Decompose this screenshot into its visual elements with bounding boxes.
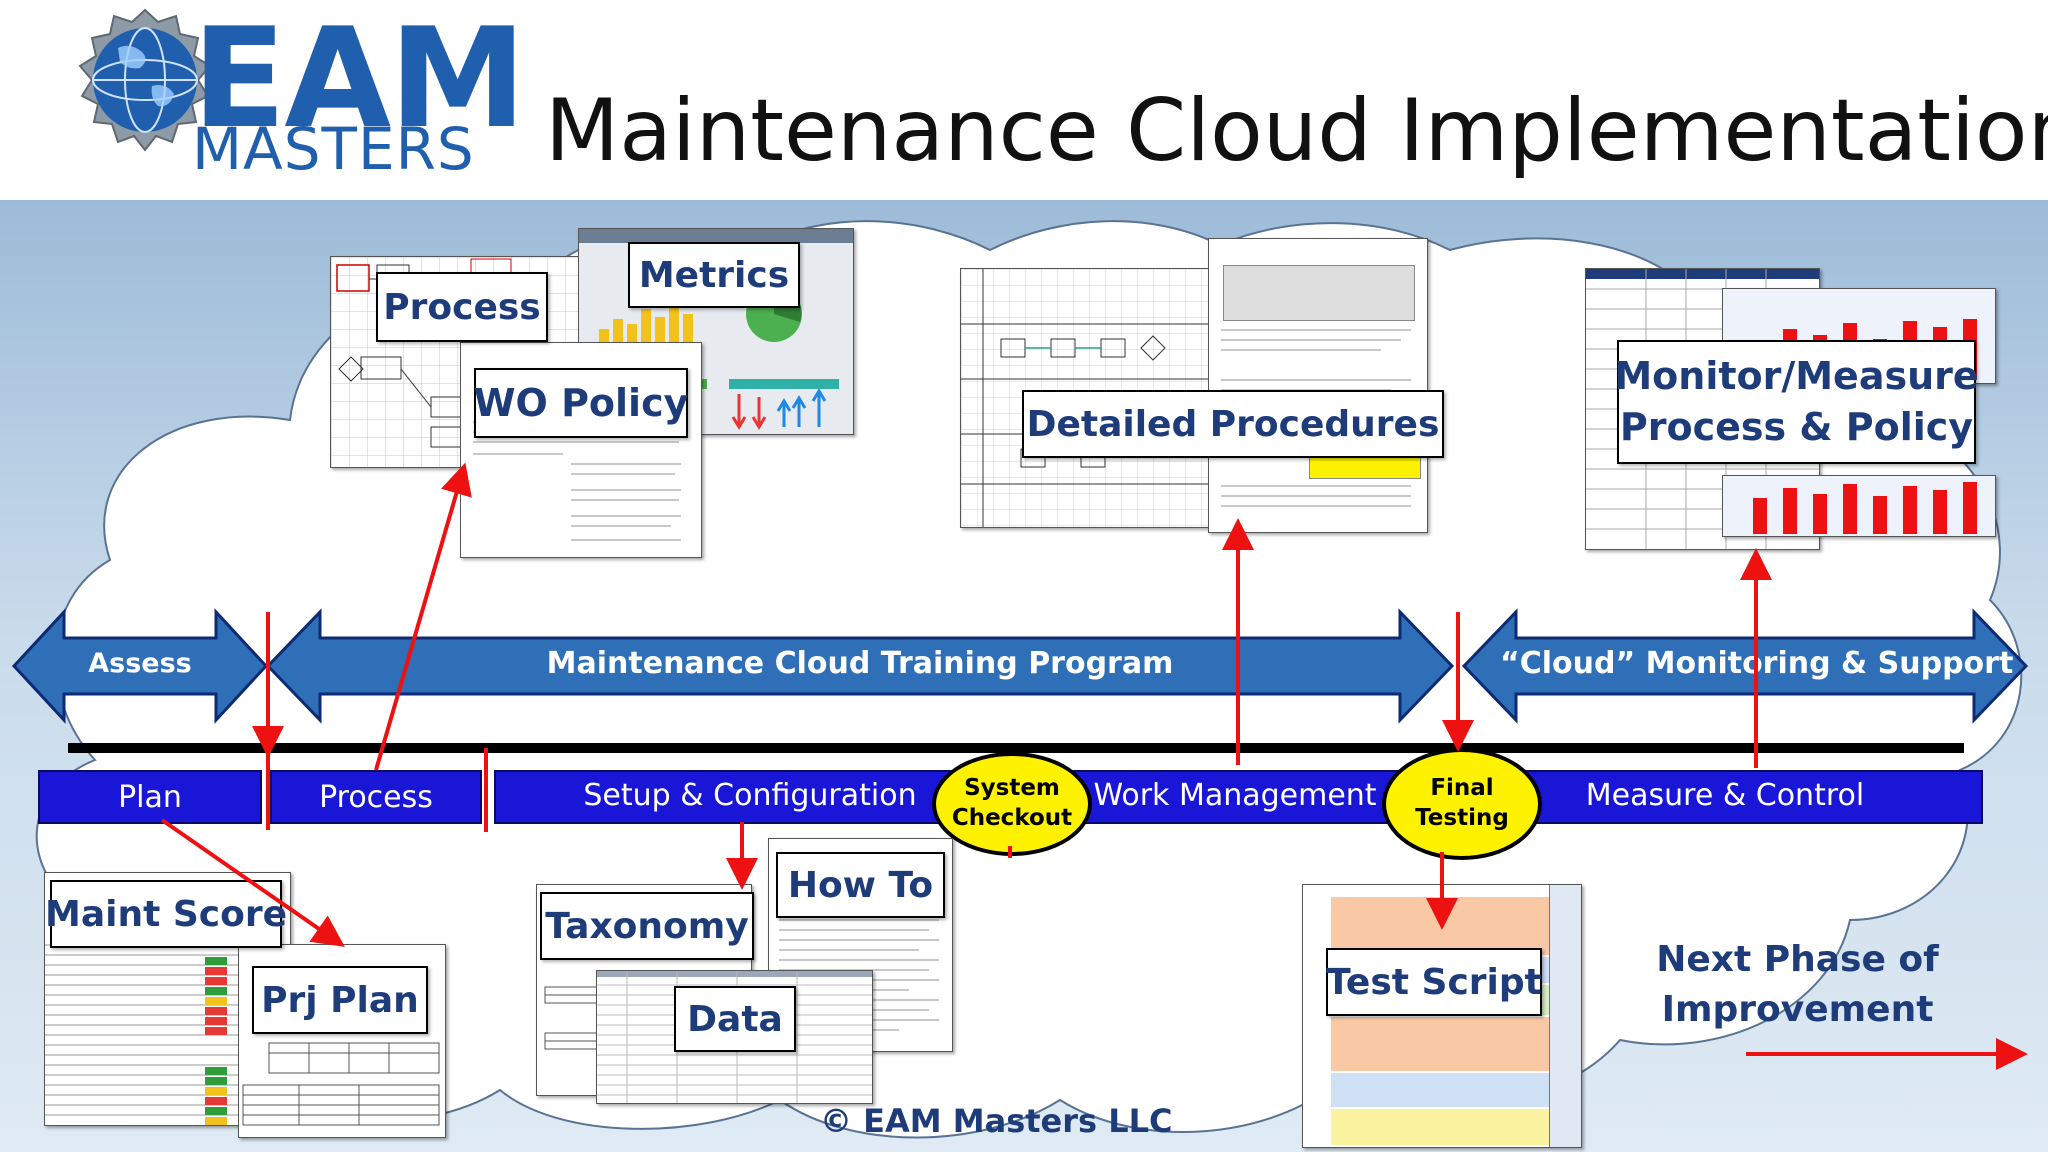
assess-arrow-label: Assess xyxy=(88,648,192,679)
prj-plan-callout: Prj Plan xyxy=(252,966,428,1034)
wo-policy-callout: WO Policy xyxy=(474,368,688,438)
header: EAM MASTERS Maintenance Cloud Implementa… xyxy=(0,0,2048,200)
data-callout-label: Data xyxy=(687,998,783,1040)
globe-gear-icon xyxy=(78,8,212,152)
phase-work-management-label: Work Management xyxy=(1093,778,1377,813)
process-callout: Process xyxy=(376,272,548,342)
system-checkout-line2: Checkout xyxy=(951,805,1073,831)
detailed-procedures-callout: Detailed Procedures xyxy=(1022,390,1444,458)
kpi-chart-bottom-bars xyxy=(1743,480,1983,534)
kpi-bar-chart-bottom xyxy=(1722,475,1996,537)
maint-score-callout: Maint Score xyxy=(45,880,287,948)
test-script-band-yellow xyxy=(1331,1109,1549,1145)
process-callout-label: Process xyxy=(383,286,541,328)
phase-process: Process xyxy=(270,770,482,824)
phase-plan-label: Plan xyxy=(118,779,182,815)
next-phase-line2: Improvement xyxy=(1661,989,1934,1031)
monitor-measure-callout: Monitor/Measure Process & Policy xyxy=(1614,340,1979,464)
test-script-status-column xyxy=(1549,885,1581,1147)
training-arrow xyxy=(265,608,1455,724)
taxonomy-callout-label: Taxonomy xyxy=(545,905,749,947)
dashboard-header-strip xyxy=(579,229,853,243)
page-title: Maintenance Cloud Implementation xyxy=(545,81,2048,181)
data-callout: Data xyxy=(674,986,796,1052)
detailed-procedures-callout-label: Detailed Procedures xyxy=(1026,403,1440,445)
plan-to-prj-plan-arrow xyxy=(160,818,345,947)
logo-eam-text: EAM xyxy=(192,0,526,159)
phase-measure-control-label: Measure & Control xyxy=(1585,778,1865,813)
test-script-band-orange2 xyxy=(1331,1017,1549,1071)
charter-table-thumbnail xyxy=(242,1042,440,1126)
metrics-callout-label: Metrics xyxy=(638,254,790,296)
monitor-measure-line2: Process & Policy xyxy=(1619,405,1974,449)
monitoring-arrow xyxy=(1461,608,2029,724)
gauge-strip-teal xyxy=(729,379,839,389)
system-checkout-line1: System xyxy=(964,775,1060,802)
maint-score-callout-label: Maint Score xyxy=(45,893,287,935)
training-arrow-label: Maintenance Cloud Training Program xyxy=(546,646,1174,681)
system-checkout-milestone: System Checkout xyxy=(932,752,1092,856)
next-phase-text: Next Phase of Improvement xyxy=(1655,935,1940,1036)
work-request-summary-box xyxy=(1223,265,1415,321)
test-script-callout-label: Test Script xyxy=(1326,961,1542,1003)
logo-masters-text: MASTERS xyxy=(192,115,475,183)
next-phase-line1: Next Phase of xyxy=(1656,939,1939,980)
phase-setup-label: Setup & Configuration xyxy=(583,778,917,813)
copyright-text: © EAM Masters LLC xyxy=(820,1102,1173,1140)
test-script-band-blue2 xyxy=(1331,1073,1549,1107)
how-to-callout-label: How To xyxy=(787,864,934,906)
process-to-wo-policy-arrow xyxy=(374,462,472,771)
monitor-measure-line1: Monitor/Measure xyxy=(1614,353,1979,398)
phase-setup-configuration xyxy=(494,770,1983,824)
prj-plan-callout-label: Prj Plan xyxy=(261,979,419,1021)
trend-arrows-thumbnail xyxy=(731,389,827,430)
taxonomy-callout: Taxonomy xyxy=(540,892,754,960)
program-arrows xyxy=(11,608,2029,724)
phase-process-label: Process xyxy=(319,779,433,815)
how-to-callout: How To xyxy=(776,852,945,918)
timeline-line xyxy=(68,743,1964,753)
metrics-callout: Metrics xyxy=(628,242,800,308)
wo-policy-callout-label: WO Policy xyxy=(473,381,689,425)
test-script-callout: Test Script xyxy=(1326,948,1542,1016)
phase-plan: Plan xyxy=(38,770,262,824)
final-testing-line2: Testing xyxy=(1415,805,1509,831)
final-testing-line1: Final xyxy=(1430,775,1494,802)
